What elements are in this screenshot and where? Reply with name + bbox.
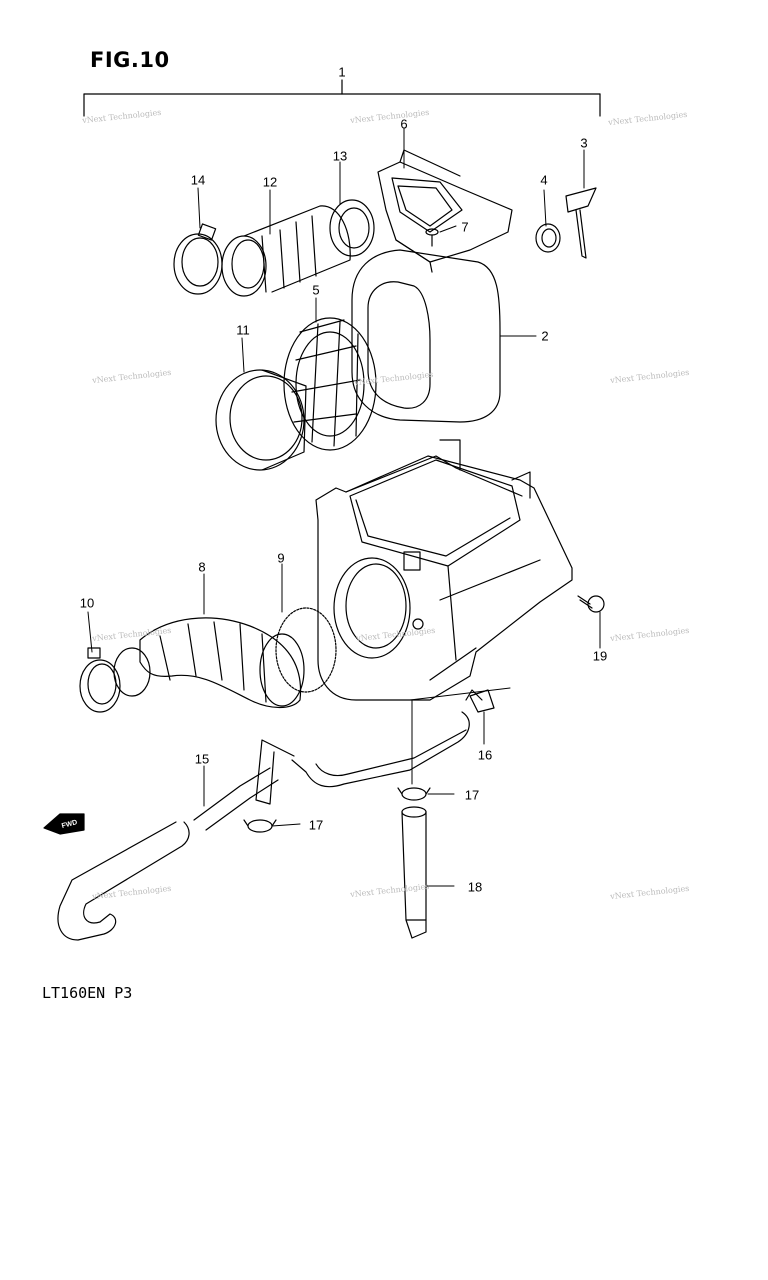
callout-4: 4 [540, 172, 548, 188]
callout-8: 8 [198, 559, 206, 575]
callout-15: 15 [194, 751, 210, 767]
part-11-seal [215, 369, 307, 471]
part-9-seal [275, 607, 337, 693]
part-7-screw [425, 228, 439, 247]
part-4-cap-ring [535, 223, 561, 253]
callout-10: 10 [79, 595, 95, 611]
part-15-drain-hose [57, 711, 470, 941]
callout-19: 19 [592, 648, 608, 664]
part-14-clamp [173, 223, 223, 295]
callout-5: 5 [312, 282, 320, 298]
air-cleaner-case [315, 439, 573, 701]
part-19-bolt [577, 595, 605, 613]
callout-17b: 17 [308, 817, 324, 833]
callout-18: 18 [467, 879, 483, 895]
callout-1: 1 [338, 64, 346, 80]
assembly-bracket [83, 79, 601, 117]
part-18-drain-plug [401, 806, 427, 939]
callout-7: 7 [461, 219, 469, 235]
callout-2: 2 [541, 328, 549, 344]
part-16-clip [465, 689, 495, 713]
model-code: LT160EN P3 [42, 984, 133, 1002]
callout-6: 6 [400, 116, 408, 132]
fwd-arrow-icon [43, 813, 85, 835]
callout-17a: 17 [464, 787, 480, 803]
callout-13: 13 [332, 148, 348, 164]
part-13-gasket [329, 199, 375, 257]
callout-11: 11 [236, 322, 250, 338]
part-5-element-frame [283, 317, 377, 451]
fwd-label: FWD [61, 819, 78, 830]
part-8-connecting-tube [139, 617, 305, 709]
callout-12: 12 [262, 174, 278, 190]
leader-lines [87, 127, 601, 887]
callout-3: 3 [580, 135, 588, 151]
figure-title: FIG.10 [90, 48, 170, 72]
part-17-clamp-b [243, 819, 277, 833]
callout-9: 9 [277, 550, 285, 566]
part-17-clamp-a [397, 787, 431, 801]
part-10-clamp [79, 647, 151, 713]
callout-16: 16 [477, 747, 493, 763]
callout-14: 14 [190, 172, 206, 188]
part-6-air-cleaner-cap [377, 149, 513, 273]
part-2-element [351, 249, 501, 423]
part-3-clip [565, 187, 597, 259]
